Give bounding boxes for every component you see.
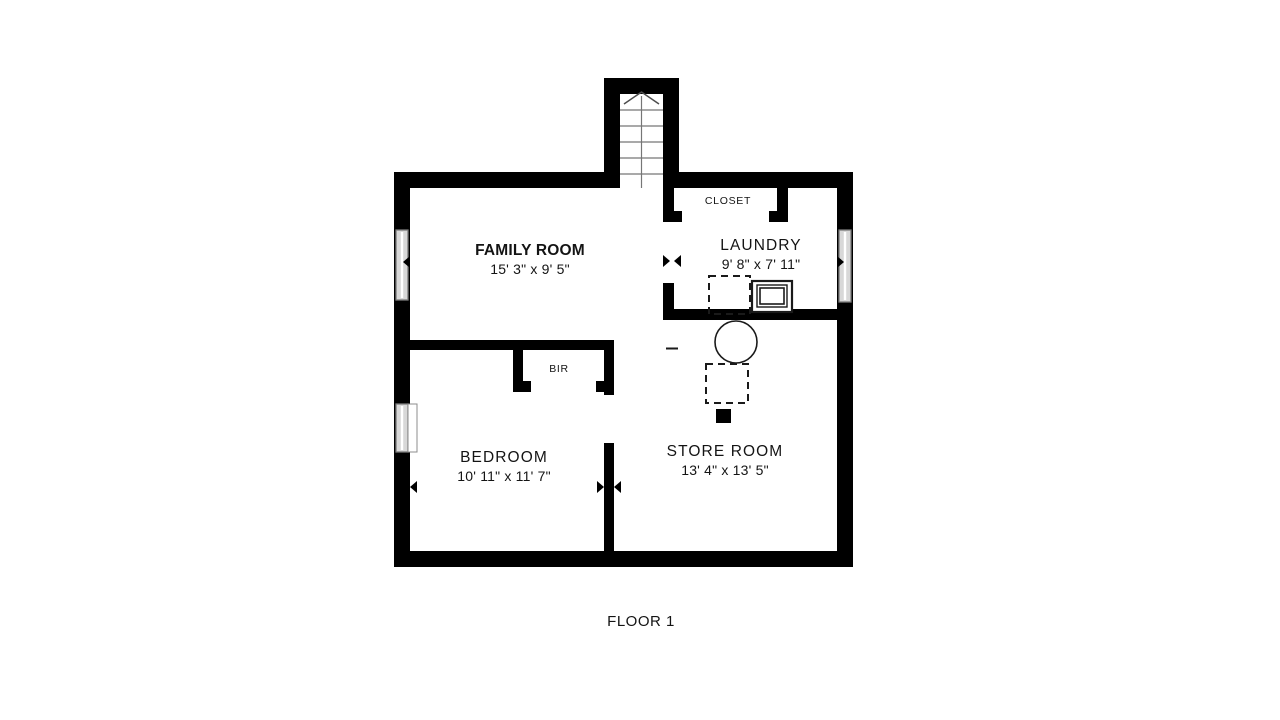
- bir-wall-vertical-foot: [513, 381, 531, 392]
- opening-marker-laundry-east: [837, 256, 844, 268]
- opening-marker-bedroom-north: [440, 343, 452, 350]
- closet-wall-right: [777, 188, 788, 222]
- laundry-wall-south: [663, 309, 837, 320]
- utility-block-icon: [716, 409, 731, 423]
- opening-marker-store-south: [808, 551, 820, 558]
- window-laundry-east: [838, 229, 852, 303]
- opening-marker-bedroom-south: [438, 551, 450, 558]
- opening-marker-family-laundry-left: [663, 255, 670, 267]
- laundry-appliance-outline: [708, 275, 751, 315]
- closet-wall-right-foot: [769, 211, 788, 222]
- bir-wall-right-foot: [596, 381, 614, 392]
- stair-shaft-walls: [604, 78, 679, 188]
- wall-family-bedroom: [394, 340, 614, 350]
- opening-marker-bedroom-west: [410, 481, 417, 493]
- wall-bedroom-store-upper: [604, 340, 614, 395]
- fixture-group: [666, 275, 794, 423]
- opening-marker-group: [403, 180, 844, 558]
- closet-wall-left: [663, 188, 674, 222]
- staircase: [620, 91, 663, 188]
- laundry-sink-icon: [750, 279, 794, 314]
- opening-marker-bedroom-store-left: [597, 481, 604, 493]
- opening-marker-family-north: [438, 180, 450, 187]
- window-family-room-west: [395, 229, 409, 301]
- wall-bedroom-store-lower: [604, 443, 614, 553]
- store-appliance-outline: [705, 363, 749, 404]
- water-tank-icon: [714, 320, 758, 364]
- opening-marker-store-east: [837, 481, 844, 493]
- wall-group: [394, 78, 853, 567]
- opening-marker-family-laundry-right: [674, 255, 681, 267]
- bir-wall-vertical: [513, 340, 523, 392]
- opening-marker-bedroom-store-right: [614, 481, 621, 493]
- opening-marker-laundry-south-b: [808, 313, 820, 320]
- floor-caption: FLOOR 1: [607, 613, 675, 630]
- opening-marker-laundry-south-a: [808, 309, 820, 316]
- closet-wall-left-foot: [663, 211, 682, 222]
- opening-marker-laundry-north: [800, 180, 812, 187]
- opening-marker-family-west: [403, 256, 410, 268]
- laundry-wall-left-return: [663, 283, 674, 319]
- exterior-wall: [394, 172, 853, 567]
- stairs-up-arrow-icon: [623, 91, 660, 105]
- window-bedroom-west: [395, 403, 418, 453]
